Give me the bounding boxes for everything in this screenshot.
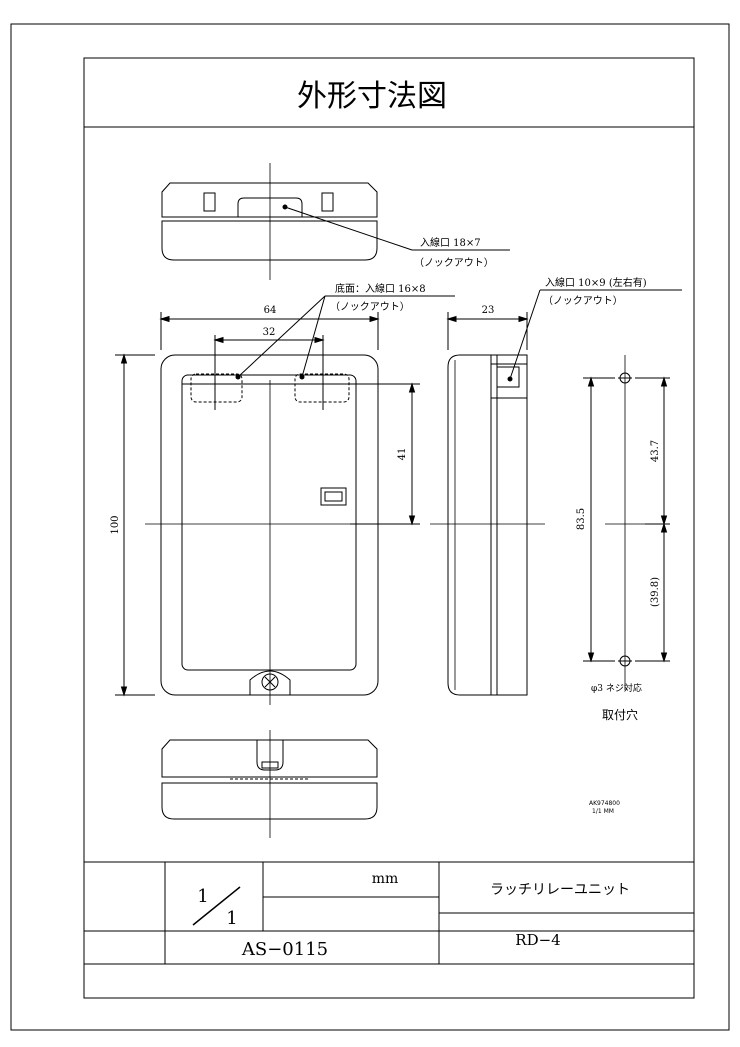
dim-depth: 23	[482, 305, 495, 316]
drawing-number: AS−0115	[241, 939, 328, 960]
code-line2: 1/1 MM	[592, 808, 614, 815]
code-line1: AK974800	[589, 800, 620, 807]
label-mount-hole: 取付穴	[602, 707, 638, 722]
label-inlet-side: 入線口 10×9 (左右有)	[545, 276, 647, 289]
drawing-title: 外形寸法図	[297, 79, 447, 114]
dim-hole-pitch: 83.5	[576, 508, 587, 530]
side-view	[430, 289, 682, 696]
outer-border	[10, 23, 730, 1031]
title-block	[84, 861, 694, 965]
mounting-holes	[583, 355, 670, 690]
model-number: RD−4	[515, 931, 560, 949]
dim-height: 100	[110, 515, 121, 534]
label-knockout-1: （ノックアウト）	[414, 257, 494, 269]
dim-upper-hole: 43.7	[650, 440, 661, 462]
top-view	[161, 163, 510, 280]
label-knockout-2: （ノックアウト）	[330, 301, 410, 313]
label-screw-note: φ3 ネジ対応	[591, 682, 642, 694]
unit-label: mm	[372, 871, 399, 887]
label-inlet-top: 入線口 18×7	[420, 236, 481, 249]
dim-inlet-pos: 41	[397, 448, 408, 461]
bottom-view	[161, 730, 378, 838]
scale-numerator: 1	[197, 886, 208, 907]
front-view	[115, 295, 455, 705]
product-name: ラッチリレーユニット	[490, 882, 630, 898]
dim-inner-width: 32	[263, 327, 276, 338]
label-inlet-bottom: 底面：入線口 16×8	[335, 282, 426, 295]
inner-frame	[83, 57, 695, 999]
label-knockout-3: （ノックアウト）	[543, 295, 623, 307]
dim-width: 64	[264, 305, 277, 316]
scale-denominator: 1	[226, 908, 237, 929]
dim-lower-hole: (39.8)	[650, 577, 661, 607]
